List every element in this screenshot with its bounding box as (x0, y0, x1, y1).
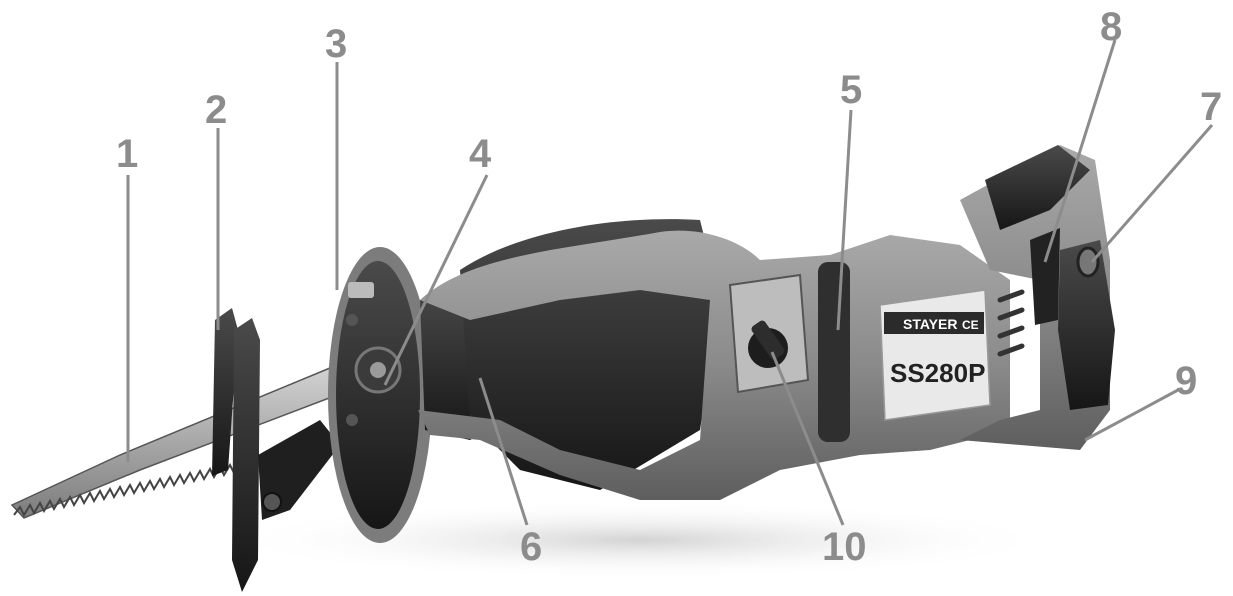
lock-button (1076, 246, 1100, 278)
model-label: STAYER CE SS280P (879, 289, 991, 421)
speed-dial (818, 262, 850, 442)
cooling-vents (997, 289, 1025, 357)
callout-labels: 1 2 3 4 5 6 7 8 9 10 (116, 5, 1222, 569)
pivoting-shoe (212, 308, 340, 592)
callout-3: 3 (325, 22, 347, 66)
model-name: SS280P (890, 358, 985, 388)
motor-housing (418, 230, 1010, 501)
callout-2: 2 (205, 88, 227, 132)
callout-9: 9 (1175, 359, 1197, 403)
callout-10: 10 (822, 525, 867, 569)
callout-1: 1 (116, 132, 138, 176)
orbital-selector (728, 273, 810, 394)
floor-shadow (220, 500, 1060, 580)
callout-7: 7 (1200, 85, 1222, 129)
ce-mark: CE (962, 318, 979, 332)
rear-handle (960, 145, 1115, 450)
front-flange (328, 247, 432, 543)
callout-leaders (126, 39, 1214, 526)
callout-8: 8 (1100, 5, 1122, 49)
callout-4: 4 (469, 132, 492, 176)
callout-6: 6 (520, 525, 542, 569)
callout-5: 5 (840, 68, 862, 112)
brand-name: STAYER (903, 316, 957, 332)
